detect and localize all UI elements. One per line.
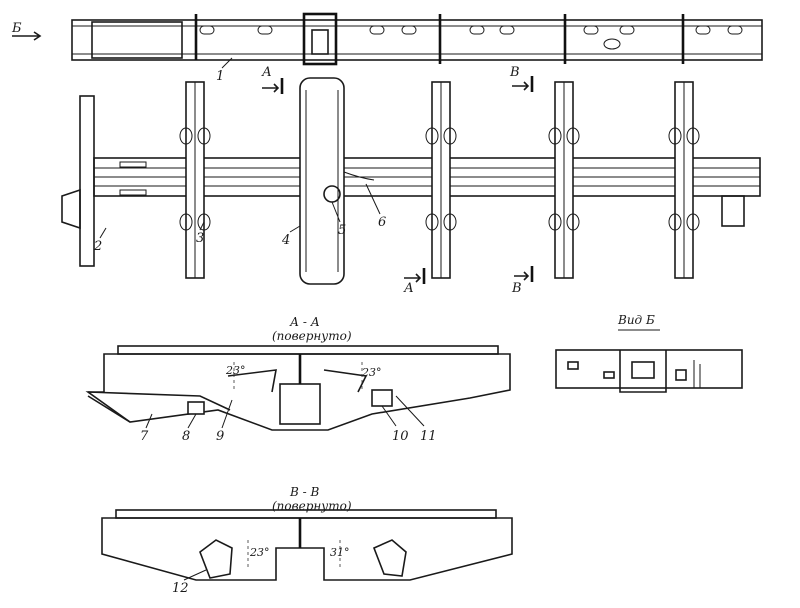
angle-left-vv-label: 23° (249, 546, 270, 559)
bolster-side (302, 12, 338, 66)
section-vv: В - В (повернуто) 23° 31° 12 (101, 485, 513, 596)
deck-plate (117, 345, 499, 355)
crossbeam (668, 81, 700, 279)
part-7-label: 7 (140, 429, 149, 444)
part-2-label: 2 (93, 239, 102, 254)
coupler-bracket (61, 188, 81, 230)
angle-left-label: 23° (225, 364, 246, 377)
part-6-label: 6 (378, 215, 386, 230)
part-12-label: 12 (172, 581, 189, 596)
bracket-12 (199, 539, 233, 579)
crossbeam-section-vv (101, 517, 513, 581)
part-3-label: 3 (196, 231, 204, 246)
end-sill-zone (91, 21, 183, 59)
part-11-label: 11 (420, 429, 437, 444)
angle-right-label: 23° (361, 366, 382, 379)
sill-slot (119, 161, 147, 168)
center-plate-side (311, 29, 329, 55)
coupler-pocket (619, 350, 667, 393)
pad-8 (187, 401, 205, 415)
crossbeam (425, 81, 457, 279)
stop-bracket (721, 195, 745, 227)
part-1-label: 1 (216, 69, 224, 84)
angle-right-vv-label: 31° (330, 546, 350, 559)
crossbeam (548, 81, 580, 279)
section-aa: А - А (повернуто) 23° 23° 7 8 9 10 11 (85, 315, 511, 444)
rivet-holes (199, 25, 743, 50)
plan-view: 2 3 4 5 6 А В (61, 77, 761, 296)
section-vv-subtitle: (повернуто) (272, 499, 352, 513)
side-elevation: Б 1 (11, 12, 763, 84)
side-bearing-6 (343, 171, 375, 181)
crossbeam-stubs (194, 14, 685, 64)
section-aa-subtitle: (повернуто) (272, 329, 352, 343)
part-8-label: 8 (182, 429, 190, 444)
view-arrow-label: Б (11, 21, 22, 36)
section-markers-top: А В (261, 65, 534, 94)
section-aa-title: А - А (289, 315, 320, 329)
section-a-bottom-label: А (403, 281, 414, 296)
center-sill-section (279, 383, 321, 425)
section-a-top-label: А (261, 65, 272, 80)
wedge-right (323, 369, 368, 393)
frame-side-beam (71, 19, 763, 61)
end-sill (79, 95, 95, 267)
part-10-label: 10 (392, 429, 409, 444)
wedge-left (227, 369, 277, 393)
view-b-title: Вид Б (617, 313, 655, 327)
section-vv-title: В - В (289, 485, 320, 499)
crossbeam-3 (179, 81, 211, 279)
leader-1 (221, 57, 233, 69)
view-arrow (12, 31, 42, 41)
end-sill-view (555, 349, 743, 389)
section-b-top-label: В (509, 65, 520, 80)
part-9-label: 9 (216, 429, 224, 444)
section-b-bottom-label: В (511, 281, 522, 296)
bolster-4 (299, 77, 345, 285)
view-b: Вид Б (555, 313, 743, 393)
part-5-label: 5 (338, 223, 346, 238)
snubber-10 (371, 389, 393, 407)
bracket-right (372, 539, 407, 577)
part-4-label: 4 (281, 233, 290, 248)
sill-slot (119, 189, 147, 196)
